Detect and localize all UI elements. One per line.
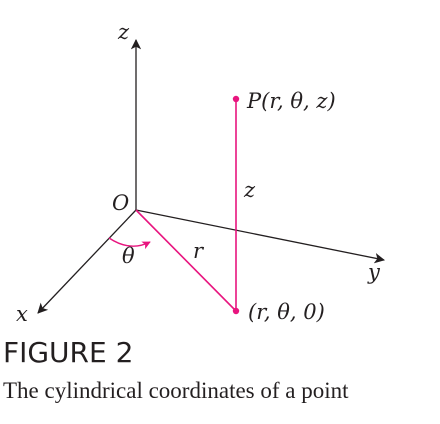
point-P-label: P(r, θ, z) <box>246 89 336 113</box>
origin-label: O <box>112 191 129 215</box>
z-axis-label: z <box>117 20 130 44</box>
theta-arc <box>108 237 151 250</box>
x-axis <box>37 209 137 314</box>
theta-label: θ <box>122 244 135 268</box>
radius-line <box>135 209 237 312</box>
radius-label: r <box>193 239 205 263</box>
x-axis-label: x <box>16 302 28 326</box>
height-label: z <box>243 178 256 202</box>
point-projection <box>232 307 240 315</box>
cylindrical-coordinates-diagram: z x y O P(r, θ, z) (r, θ, 0) r θ z <box>16 20 386 326</box>
y-axis-label: y <box>367 260 381 284</box>
y-axis <box>135 209 386 264</box>
point-P <box>232 95 240 103</box>
point-projection-label: (r, θ, 0) <box>248 300 325 324</box>
figure-caption-text: The cylindrical coordinates of a point <box>3 378 349 403</box>
figure-caption-title: FIGURE 2 <box>3 336 134 369</box>
